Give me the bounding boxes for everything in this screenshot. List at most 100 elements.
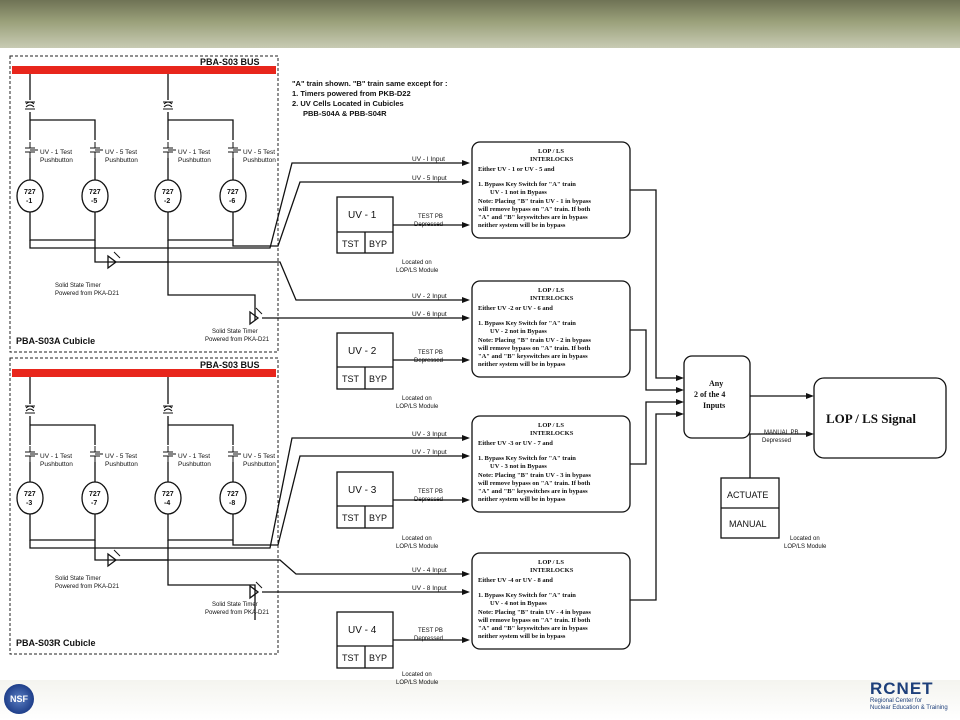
interlock-box-2: LOP / LS INTERLOCKS Either UV -2 or UV -… [471, 280, 631, 378]
svg-text:LOP / LS INTERLOCKS: LOP / LS INTERLOCKS Either UV - 1 or UV … [478, 148, 593, 229]
svg-text:Pushbutton: Pushbutton [178, 157, 211, 164]
svg-text:MANUAL: MANUAL [729, 519, 767, 529]
manual-pb-label: MANUAL PB Depressed [762, 430, 800, 444]
any-2-of-4-box: Any 2 of the 4 Inputs [683, 355, 751, 439]
svg-text:727: 727 [24, 189, 36, 196]
svg-text:-6: -6 [229, 198, 235, 205]
pb-label: Pushbutton [105, 157, 138, 164]
svg-text:727: 727 [89, 189, 101, 196]
svg-text:Pushbutton: Pushbutton [40, 157, 73, 164]
svg-text:UV - 8 Input: UV - 8 Input [412, 585, 447, 592]
svg-text:UV - I Input: UV - I Input [412, 156, 445, 163]
svg-text:UV - 1: UV - 1 [348, 210, 377, 221]
input-labels: UV - I Input UV - 5 Input UV - 2 Input U… [412, 156, 447, 592]
cubicle-b-label: PBA-S03R Cubicle [16, 638, 96, 648]
svg-text:Pushbutton: Pushbutton [105, 157, 138, 164]
relay-727-4: 727-4 [154, 481, 182, 515]
cubicle-a-border [9, 55, 279, 353]
pb-label: UV - 1 Test [40, 149, 72, 156]
cubicle-a-label: PBA-S03A Cubicle [16, 336, 95, 346]
timer-label: Solid State Timer [212, 329, 258, 335]
svg-text:UV - 5 Test: UV - 5 Test [243, 149, 275, 156]
svg-text:-5: -5 [91, 198, 97, 205]
pb-label: UV - 5 Test [105, 149, 137, 156]
svg-text:TST: TST [342, 513, 360, 523]
svg-text:LOP / LS INTERLOCKS: LOP / LS INTERLOCKS Either UV -2 or UV -… [478, 287, 593, 368]
svg-text:LOP / LS INTERLOCKS: LOP / LS INTERLOCKS Either UV -4 or UV -… [478, 559, 593, 640]
pb-label: UV - 5 Test [105, 453, 137, 460]
svg-text:-7: -7 [91, 500, 97, 507]
pb-label: UV - 5 Test [243, 453, 275, 460]
svg-text:-4: -4 [164, 500, 170, 507]
pb-label: UV - 1 Test [178, 149, 210, 156]
bus-b-label: PBA-S03 BUS [200, 360, 260, 370]
svg-text:727: 727 [162, 189, 174, 196]
svg-text:1. Timers powered from PKB-D22: 1. Timers powered from PKB-D22 [292, 89, 411, 98]
bus-a-label: PBA-S03 BUS [200, 57, 260, 67]
svg-text:-3: -3 [26, 500, 32, 507]
cubicle-a: PBA-S03 BUS PBA-S03A Cubicle UV - 1 Test… [9, 55, 279, 353]
pb-label: Pushbutton [243, 157, 276, 164]
svg-text:UV - 7 Input: UV - 7 Input [412, 449, 447, 456]
lop-ls-signal-box: LOP / LS Signal [813, 377, 947, 459]
nsf-logo: NSF [4, 684, 34, 714]
logic-wiring [630, 189, 814, 601]
svg-text:UV - 3: UV - 3 [348, 485, 377, 496]
timer-a2 [249, 307, 263, 326]
relay-727-2: 727-2 [154, 179, 182, 213]
svg-text:727: 727 [227, 491, 239, 498]
timer-label: Solid State Timer [55, 576, 101, 582]
svg-text:UV - 5 Test: UV - 5 Test [105, 149, 137, 156]
svg-text:Any 2 of the 4 Inp: Any 2 of the 4 Inputs [694, 379, 727, 410]
pb-label: UV - 1 Test [40, 453, 72, 460]
svg-text:TST: TST [342, 239, 360, 249]
uv-module-2: UV - 2 TST BYP [336, 332, 394, 390]
timer-b2 [249, 581, 263, 600]
svg-text:TST: TST [342, 653, 360, 663]
svg-text:BYP: BYP [369, 239, 387, 249]
timer-a1 [107, 251, 121, 270]
svg-text:LOP / LS INTERLOCKS: LOP / LS INTERLOCKS Either UV -3 or UV -… [478, 422, 593, 503]
svg-text:UV - 4 Input: UV - 4 Input [412, 567, 447, 574]
svg-text:UV - 1 Test: UV - 1 Test [178, 149, 210, 156]
svg-text:UV - 2: UV - 2 [348, 346, 377, 357]
relay-727-6: 727-6 [219, 179, 247, 213]
svg-text:UV - 5 Input: UV - 5 Input [412, 175, 447, 182]
rcnet-logo: RCNET Regional Center for Nuclear Educat… [870, 679, 948, 712]
svg-text:PBB-S04A & PBB-S04R: PBB-S04A & PBB-S04R [303, 109, 387, 118]
pb-label: UV - 5 Test [243, 149, 275, 156]
notes: "A" train shown. "B" train same except f… [292, 79, 448, 118]
svg-text:BYP: BYP [369, 513, 387, 523]
relay-727-3: 727-3 [16, 481, 44, 515]
uv-module-1: UV - 1 TST BYP [336, 196, 394, 254]
bus-b-bar [12, 369, 276, 377]
cubicle-b: PBA-S03 BUS PBA-S03R Cubicle UV - 1 Test… [9, 357, 279, 655]
header-band [0, 0, 960, 48]
timer-label: Solid State Timer [212, 602, 258, 608]
interlock-box-4: LOP / LS INTERLOCKS Either UV -4 or UV -… [471, 552, 631, 650]
svg-text:-8: -8 [229, 500, 235, 507]
pb-label: Pushbutton [178, 157, 211, 164]
svg-text:727: 727 [162, 491, 174, 498]
pb-label: UV - 1 Test [178, 453, 210, 460]
uv-module-3: UV - 3 TST BYP [336, 471, 394, 529]
signal-label: LOP / LS Signal [826, 411, 916, 426]
interlock-box-1: LOP / LS INTERLOCKS Either UV - 1 or UV … [471, 141, 631, 239]
svg-text:"A" train shown. "B" train sam: "A" train shown. "B" train same except f… [292, 79, 448, 88]
svg-text:UV - 4: UV - 4 [348, 625, 377, 636]
